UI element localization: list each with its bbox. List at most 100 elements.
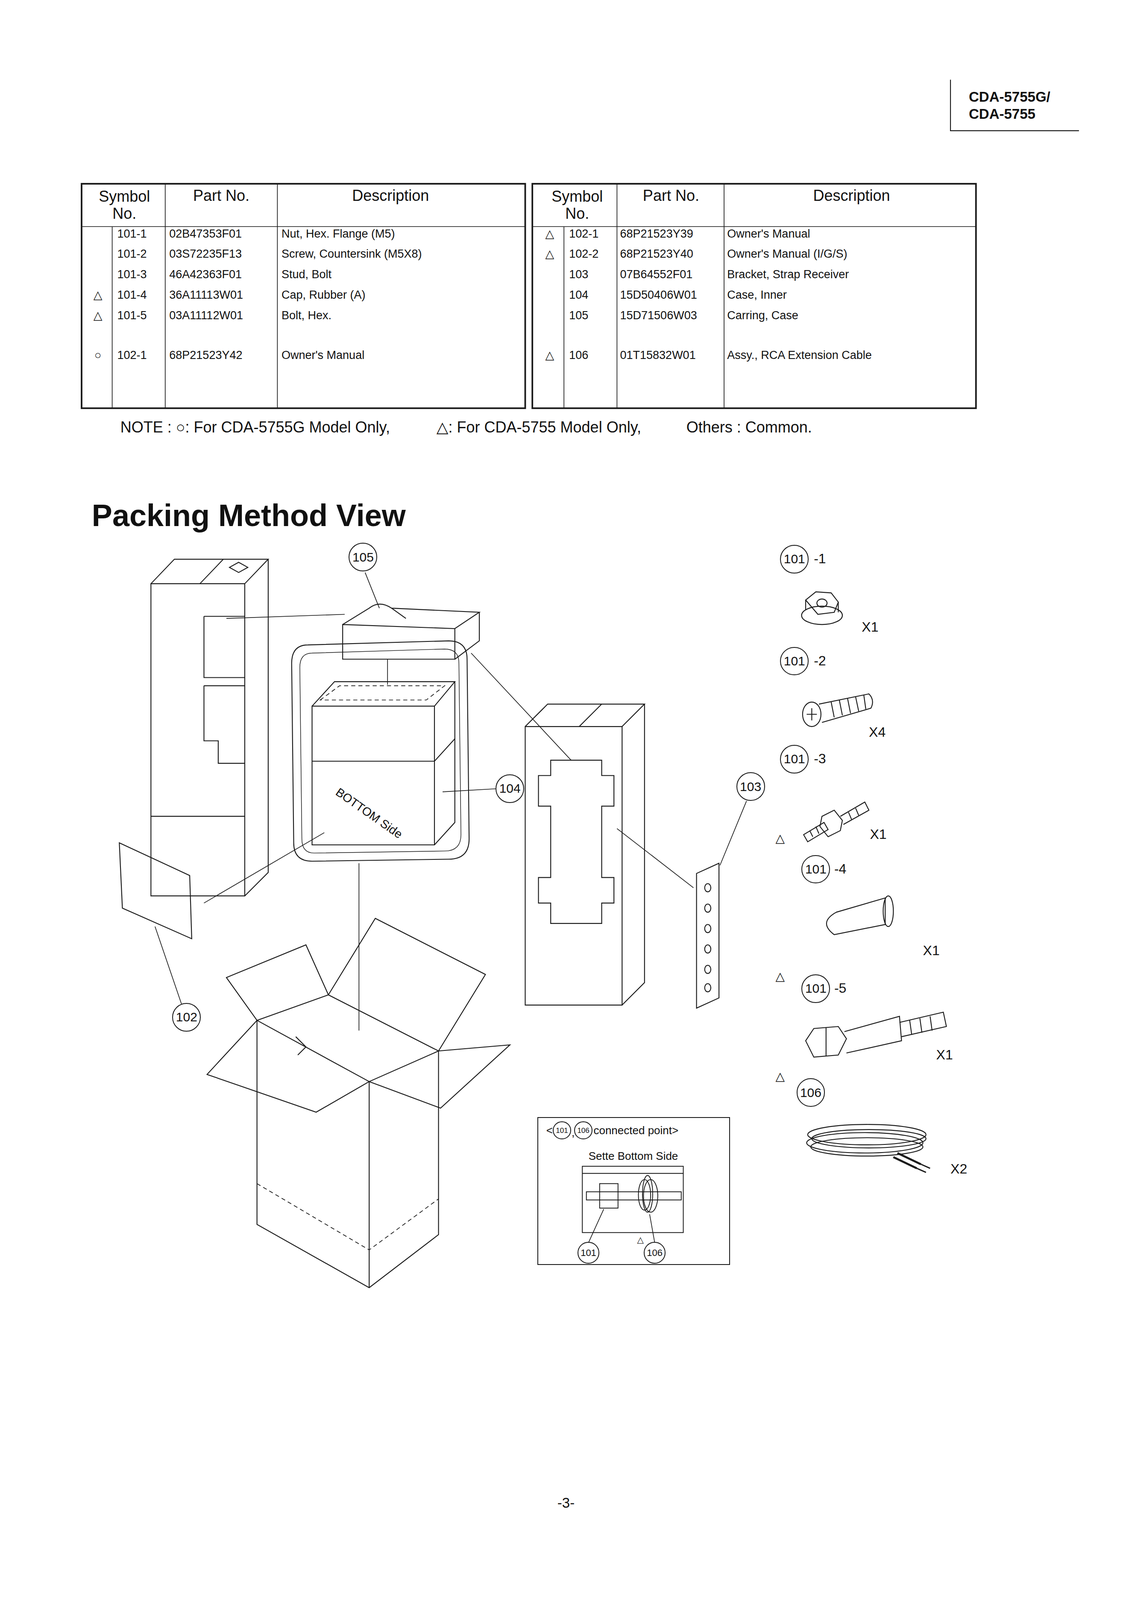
detail-inset: 101106101106<,connected point>Sette Bott…: [537, 1116, 731, 1265]
model-symbol: △: [545, 227, 555, 241]
table-cell: 01T15832W01: [620, 348, 696, 362]
rubber-cap: [882, 895, 894, 927]
rca-cable: [807, 1123, 927, 1145]
callout-number: 101: [555, 1126, 568, 1134]
parts-table: [81, 183, 977, 408]
leader-line: [471, 652, 572, 760]
parts-table: [81, 183, 526, 408]
header-rule: [950, 79, 1080, 131]
inset-drawing: [638, 1178, 652, 1210]
countersink-screw: [802, 693, 873, 727]
table-cell: Nut, Hex. Flange (M5): [281, 227, 396, 241]
callout-number: 101: [805, 862, 827, 876]
callout-suffix: -5: [834, 980, 847, 996]
inset-caption: <: [546, 1123, 553, 1137]
table-header: Symbol No.: [541, 187, 613, 223]
table-cell: 101-3: [117, 267, 147, 281]
rca-cable: [897, 1152, 921, 1164]
quantity-label: X2: [950, 1161, 968, 1177]
callout-number: 106: [800, 1085, 822, 1099]
foam-spacer-left: [199, 559, 224, 584]
rca-cable: [893, 1156, 917, 1168]
leader-line: [358, 862, 360, 1031]
callout-suffix: -1: [813, 551, 826, 567]
foam-spacer-right: [525, 703, 645, 727]
flange-nut: [816, 598, 828, 608]
parts-table: [81, 183, 526, 408]
callout-suffix: -4: [834, 861, 847, 877]
quantity-label: X1: [923, 942, 940, 959]
leader-line: [365, 572, 380, 609]
model-header: CDA-5755G/: [968, 88, 1051, 105]
inset-caption: ,: [571, 1126, 575, 1139]
strap-bracket: [696, 862, 720, 1008]
strap-bracket: [704, 983, 711, 992]
table-cell: 101-1: [117, 227, 147, 241]
carrying-case: [342, 604, 480, 629]
table-header: Symbol No.: [88, 187, 161, 223]
table-cell: 07B64552F01: [620, 267, 693, 281]
leader-line: [387, 659, 388, 685]
foam-spacer-left: [150, 815, 245, 817]
callout-circle: 101: [801, 973, 830, 1003]
foam-spacer-right: [621, 703, 645, 1005]
stud-bolt: [803, 801, 869, 842]
table-cell: 102-1: [117, 348, 147, 362]
strap-bracket: [696, 862, 720, 1008]
rubber-cap: [826, 897, 886, 935]
inset-drawing: [586, 1191, 682, 1200]
table-cell: 68P21523Y39: [620, 227, 694, 241]
page-number: -3-: [557, 1494, 575, 1511]
callout-number: 101: [805, 981, 827, 995]
rca-cable: [806, 1123, 930, 1172]
carton-box: [257, 1183, 439, 1250]
carton-box: [257, 994, 439, 1082]
callout-circle: 106: [643, 1241, 666, 1264]
carton-box: [207, 1020, 370, 1112]
header-rule: [950, 79, 1080, 131]
countersink-screw: [802, 701, 822, 727]
hex-bolt: [899, 1011, 947, 1037]
leader-line: [155, 926, 182, 1004]
table-cell: 101-4: [117, 288, 147, 302]
model-symbol: △: [93, 288, 103, 302]
carrying-case: [342, 604, 480, 660]
flange-nut: [805, 591, 839, 615]
unit-in-bag: [320, 685, 445, 700]
table-cell: Case, Inner: [727, 288, 787, 302]
callout-circle: 101: [780, 646, 809, 676]
leader-line: [442, 788, 496, 792]
model-header: CDA-5755: [968, 106, 1036, 123]
table-cell: 102-1: [568, 227, 599, 241]
table-cell: 105: [568, 308, 589, 322]
table-cell: Bolt, Hex.: [281, 308, 332, 322]
inset-caption: Sette Bottom Side: [588, 1149, 679, 1162]
parts-table: [532, 183, 977, 408]
quantity-label: X1: [861, 619, 879, 635]
unit-in-bag: [299, 648, 461, 853]
unit-in-bag: [312, 705, 435, 845]
strap-bracket: [704, 923, 711, 933]
table-header: Part No.: [193, 187, 250, 205]
hex-bolt: [825, 1026, 827, 1056]
callout-number: 106: [646, 1247, 663, 1258]
table-cell: Carring, Case: [727, 308, 799, 322]
stud-bolt: [819, 809, 843, 837]
callout-suffix: -3: [813, 750, 826, 767]
table-cell: 104: [568, 288, 589, 302]
carton-box: [369, 1044, 510, 1108]
callout-number: 101: [580, 1247, 597, 1258]
unit-in-bag: [434, 681, 455, 845]
inset-drawing: [582, 1172, 684, 1174]
callout-circle: 101: [552, 1120, 571, 1139]
inset-caption: connected point>: [593, 1123, 679, 1137]
table-cell: Owner's Manual (I/G/S): [727, 247, 848, 261]
strap-bracket: [704, 944, 711, 953]
table-cell: Bracket, Strap Receiver: [727, 267, 849, 281]
carton-box: [226, 944, 329, 1021]
table-cell: 02B47353F01: [169, 227, 242, 241]
callout-circle: 102: [172, 1002, 201, 1032]
model-symbol: △: [775, 1069, 786, 1083]
manual-sheet: [119, 842, 192, 939]
countersink-screw: [831, 694, 866, 718]
